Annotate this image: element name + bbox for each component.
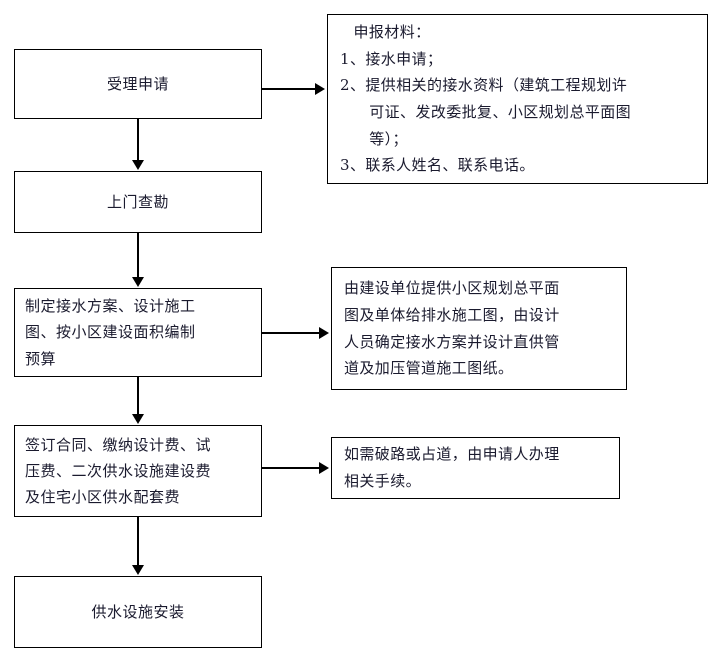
note-node-road-permit[interactable]: 如需破路或占道，由申请人办理 相关手续。: [331, 437, 620, 499]
connector-accept-to-materials-arrowhead: [315, 83, 325, 95]
connector-contract-to-road-line: [262, 467, 320, 469]
note-text-line: 可证、发改委批复、小区规划总平面图: [369, 103, 632, 121]
connector-survey-to-plan-line: [137, 233, 139, 278]
connector-survey-to-plan-arrowhead: [132, 277, 144, 287]
node-text-line: 制定接水方案、设计施工: [25, 297, 196, 316]
note-text-line: 道及加压管道施工图纸。: [344, 359, 514, 378]
node-text-line: 及住宅小区供水配套费: [25, 488, 181, 507]
connector-plan-to-contract-line: [137, 377, 139, 415]
connector-plan-to-design-line: [262, 332, 320, 334]
connector-accept-to-survey-arrowhead: [132, 160, 144, 170]
process-node-sign-contract[interactable]: 签订合同、缴纳设计费、试 压费、二次供水设施建设费 及住宅小区供水配套费: [14, 425, 262, 517]
node-text-line: 上门查勘: [106, 192, 169, 211]
note-text-line: 1、接水申请；: [340, 49, 443, 68]
node-text-line: 压费、二次供水设施建设费: [25, 461, 212, 480]
node-text-line: 供水设施安装: [91, 602, 185, 621]
note-text-line: 等）；: [369, 129, 408, 148]
node-text-line: 预算: [25, 349, 57, 368]
connector-accept-to-survey-line: [137, 119, 139, 161]
connector-contract-to-install-arrowhead: [132, 565, 144, 575]
connector-plan-to-contract-arrowhead: [132, 414, 144, 424]
note-node-required-materials[interactable]: 申报材料： 1、接水申请； 2、提供相关的接水资料（建筑工程规划许 可证、发改委…: [327, 14, 708, 184]
connector-plan-to-design-arrowhead: [319, 327, 329, 339]
note-text-line: 如需破路或占道，由申请人办理: [344, 445, 560, 464]
note-text-line: 相关手续。: [344, 472, 422, 490]
process-node-install-facility[interactable]: 供水设施安装: [14, 576, 262, 648]
process-node-make-plan[interactable]: 制定接水方案、设计施工 图、按小区建设面积编制 预算: [14, 288, 262, 377]
note-node-design-requirements[interactable]: 由建设单位提供小区规划总平面 图及单体给排水施工图，由设计 人员确定接水方案并设…: [331, 267, 627, 390]
note-text-line: 3、联系人姓名、联系电话。: [340, 156, 535, 175]
connector-accept-to-materials-line: [262, 88, 316, 90]
connector-contract-to-road-arrowhead: [319, 462, 329, 474]
process-node-site-survey[interactable]: 上门查勘: [14, 171, 262, 233]
node-text-line: 受理申请: [106, 74, 169, 93]
note-text-line: 人员确定接水方案并设计直供管: [344, 332, 560, 351]
note-text-line: 由建设单位提供小区规划总平面: [344, 279, 560, 298]
connector-contract-to-install-line: [137, 517, 139, 566]
process-node-accept-application[interactable]: 受理申请: [14, 49, 262, 119]
node-text-line: 签订合同、缴纳设计费、试: [25, 435, 212, 454]
note-text-line: 2、提供相关的接水资料（建筑工程规划许: [340, 76, 628, 95]
note-text-line: 申报材料：: [353, 22, 431, 41]
node-text-line: 图、按小区建设面积编制: [25, 323, 196, 342]
note-text-line: 图及单体给排水施工图，由设计: [344, 305, 560, 324]
